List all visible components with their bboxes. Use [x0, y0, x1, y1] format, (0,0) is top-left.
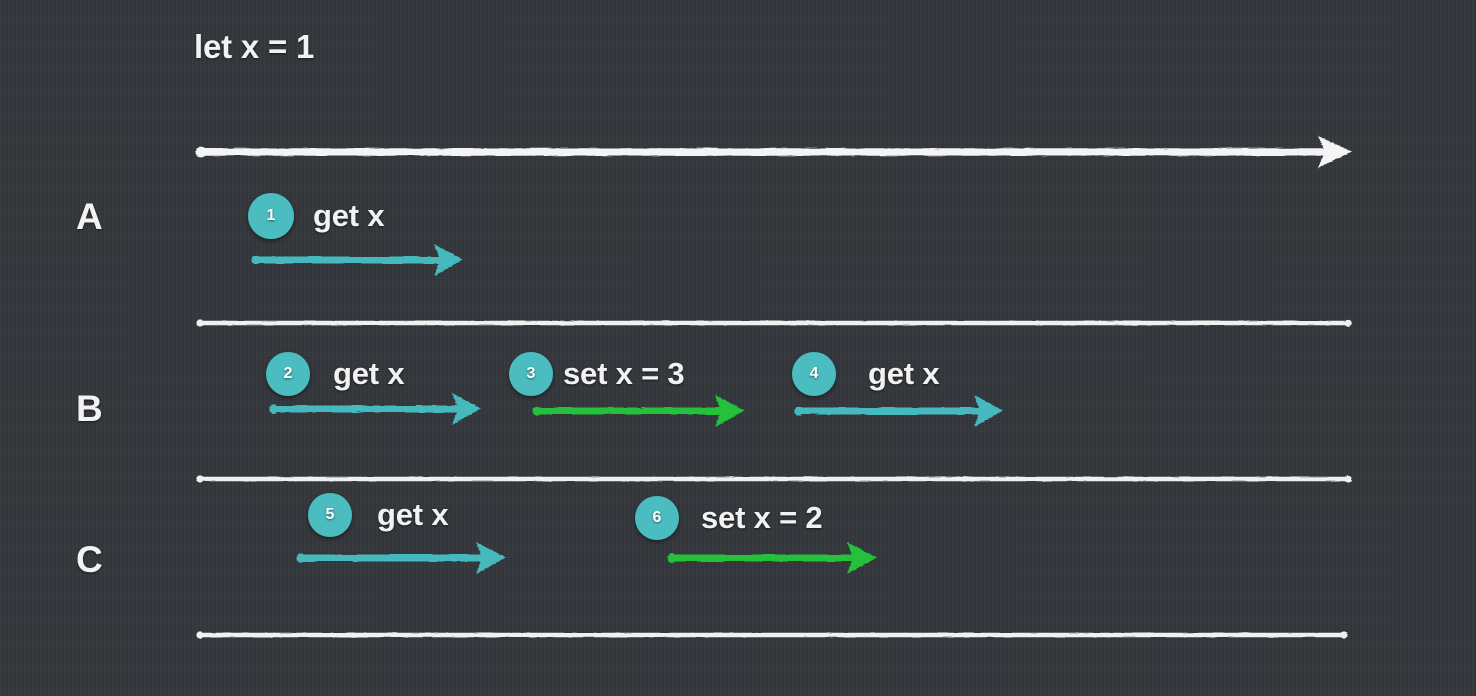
op-badge-1: [248, 193, 294, 239]
op-arrow-4: [794, 395, 1003, 427]
op-label-4: get x: [868, 356, 940, 391]
op-badge-2: [266, 352, 310, 396]
row-label-c: C: [76, 539, 103, 580]
row-separator-2: [196, 475, 1352, 483]
op-label-5: get x: [377, 497, 449, 532]
op-arrow-5: [296, 542, 506, 574]
op-label-1: get x: [313, 198, 385, 233]
op-arrow-6: [667, 542, 877, 574]
op-badge-6: [635, 496, 679, 540]
row-separator-1: [196, 319, 1352, 327]
row-separator-3: [196, 631, 1348, 639]
op-arrow-2: [269, 393, 481, 425]
main-time-axis: [195, 136, 1352, 168]
op-arrow-3: [532, 395, 745, 427]
op-badge-4: [792, 352, 836, 396]
row-label-a: A: [76, 196, 103, 237]
page-title: let x = 1: [194, 28, 315, 65]
op-label-3: set x = 3: [563, 356, 685, 391]
op-badge-5: [308, 493, 352, 537]
op-label-6: set x = 2: [701, 500, 823, 535]
op-badge-3: [509, 352, 553, 396]
row-label-b: B: [76, 388, 103, 429]
op-arrow-1: [251, 244, 463, 276]
op-label-2: get x: [333, 356, 405, 391]
